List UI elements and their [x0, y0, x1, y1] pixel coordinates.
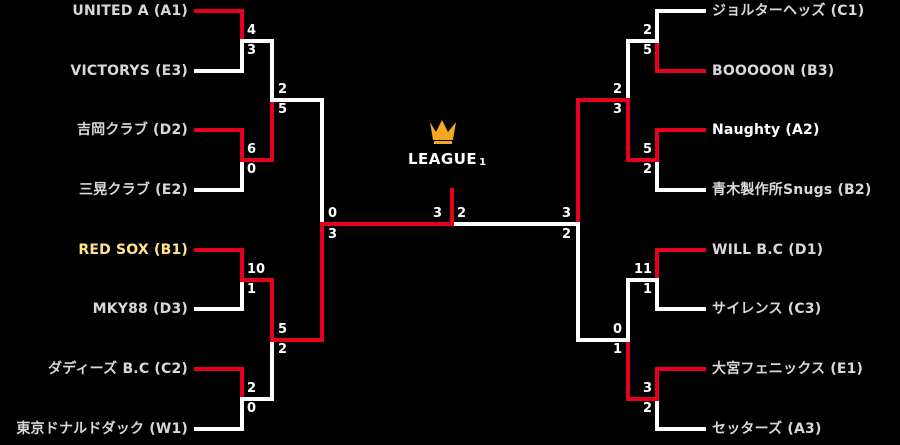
right-r1-score-top-3: 11 [634, 262, 653, 277]
left-r1-score-bot-4: 0 [247, 401, 257, 416]
right-team-2: BOOOOON (B3) [712, 63, 835, 79]
right-r1-score-bot-1: 5 [643, 43, 653, 58]
right-r2-score-bot-1: 3 [613, 102, 623, 117]
left-team-7: ダディーズ B.C (C2) [48, 361, 188, 377]
left-r2-score-top-1: 2 [278, 82, 288, 97]
right-r2-score-top-2: 0 [613, 322, 623, 337]
right-team-3: Naughty (A2) [712, 122, 820, 138]
right-team-4: 青木製作所Snugs (B2) [712, 182, 872, 198]
left-r1-score-top-4: 2 [247, 381, 257, 396]
left-r1-score-top-1: 4 [247, 23, 257, 38]
left-r2-score-top-2: 5 [278, 322, 288, 337]
left-team-2: VICTORYS (E3) [70, 63, 188, 79]
right-r2-score-top-1: 2 [613, 82, 623, 97]
left-team-5: RED SOX (B1) [78, 242, 188, 258]
right-semi-score-bot: 2 [562, 227, 572, 242]
left-r2-score-bot-2: 2 [278, 342, 288, 357]
final-score-right: 2 [457, 206, 467, 221]
left-semi-score-top: 0 [328, 206, 338, 221]
left-r1-score-bot-3: 1 [247, 282, 257, 297]
left-r1-score-top-2: 6 [247, 142, 257, 157]
left-team-1: UNITED A (A1) [72, 3, 188, 19]
right-r2-score-bot-2: 1 [613, 342, 623, 357]
left-r1-score-top-3: 10 [247, 262, 266, 277]
right-r1-score-top-1: 2 [643, 23, 653, 38]
left-r1-score-bot-1: 3 [247, 43, 257, 58]
left-team-8: 東京ドナルドダック (W1) [16, 421, 188, 437]
right-semi-score-top: 3 [562, 206, 572, 221]
left-team-4: 三晃クラブ (E2) [79, 182, 188, 198]
right-team-5: WILL B.C (D1) [712, 242, 824, 258]
right-r1-score-top-2: 5 [643, 142, 653, 157]
league-logo [400, 118, 500, 152]
right-team-1: ジョルターヘッズ (C1) [712, 3, 865, 19]
league-title-text: LEAGUE [408, 150, 478, 168]
left-semi-score-bot: 3 [328, 227, 338, 242]
right-r1-score-top-4: 3 [643, 381, 653, 396]
right-r1-score-bot-4: 2 [643, 401, 653, 416]
right-team-7: 大宮フェニックス (E1) [712, 361, 864, 377]
left-r1-score-bot-2: 0 [247, 162, 257, 177]
right-r1-score-bot-2: 2 [643, 162, 653, 177]
left-team-3: 吉岡クラブ (D2) [76, 122, 188, 138]
league-title-number: 1 [479, 157, 487, 168]
crown-icon [430, 120, 456, 144]
final-score-left: 3 [433, 206, 443, 221]
left-r2-score-bot-1: 5 [278, 102, 288, 117]
right-team-6: サイレンス (C3) [712, 301, 822, 317]
right-r1-score-bot-3: 1 [643, 282, 653, 297]
right-team-8: セッターズ (A3) [712, 421, 822, 437]
left-team-6: MKY88 (D3) [92, 301, 188, 317]
